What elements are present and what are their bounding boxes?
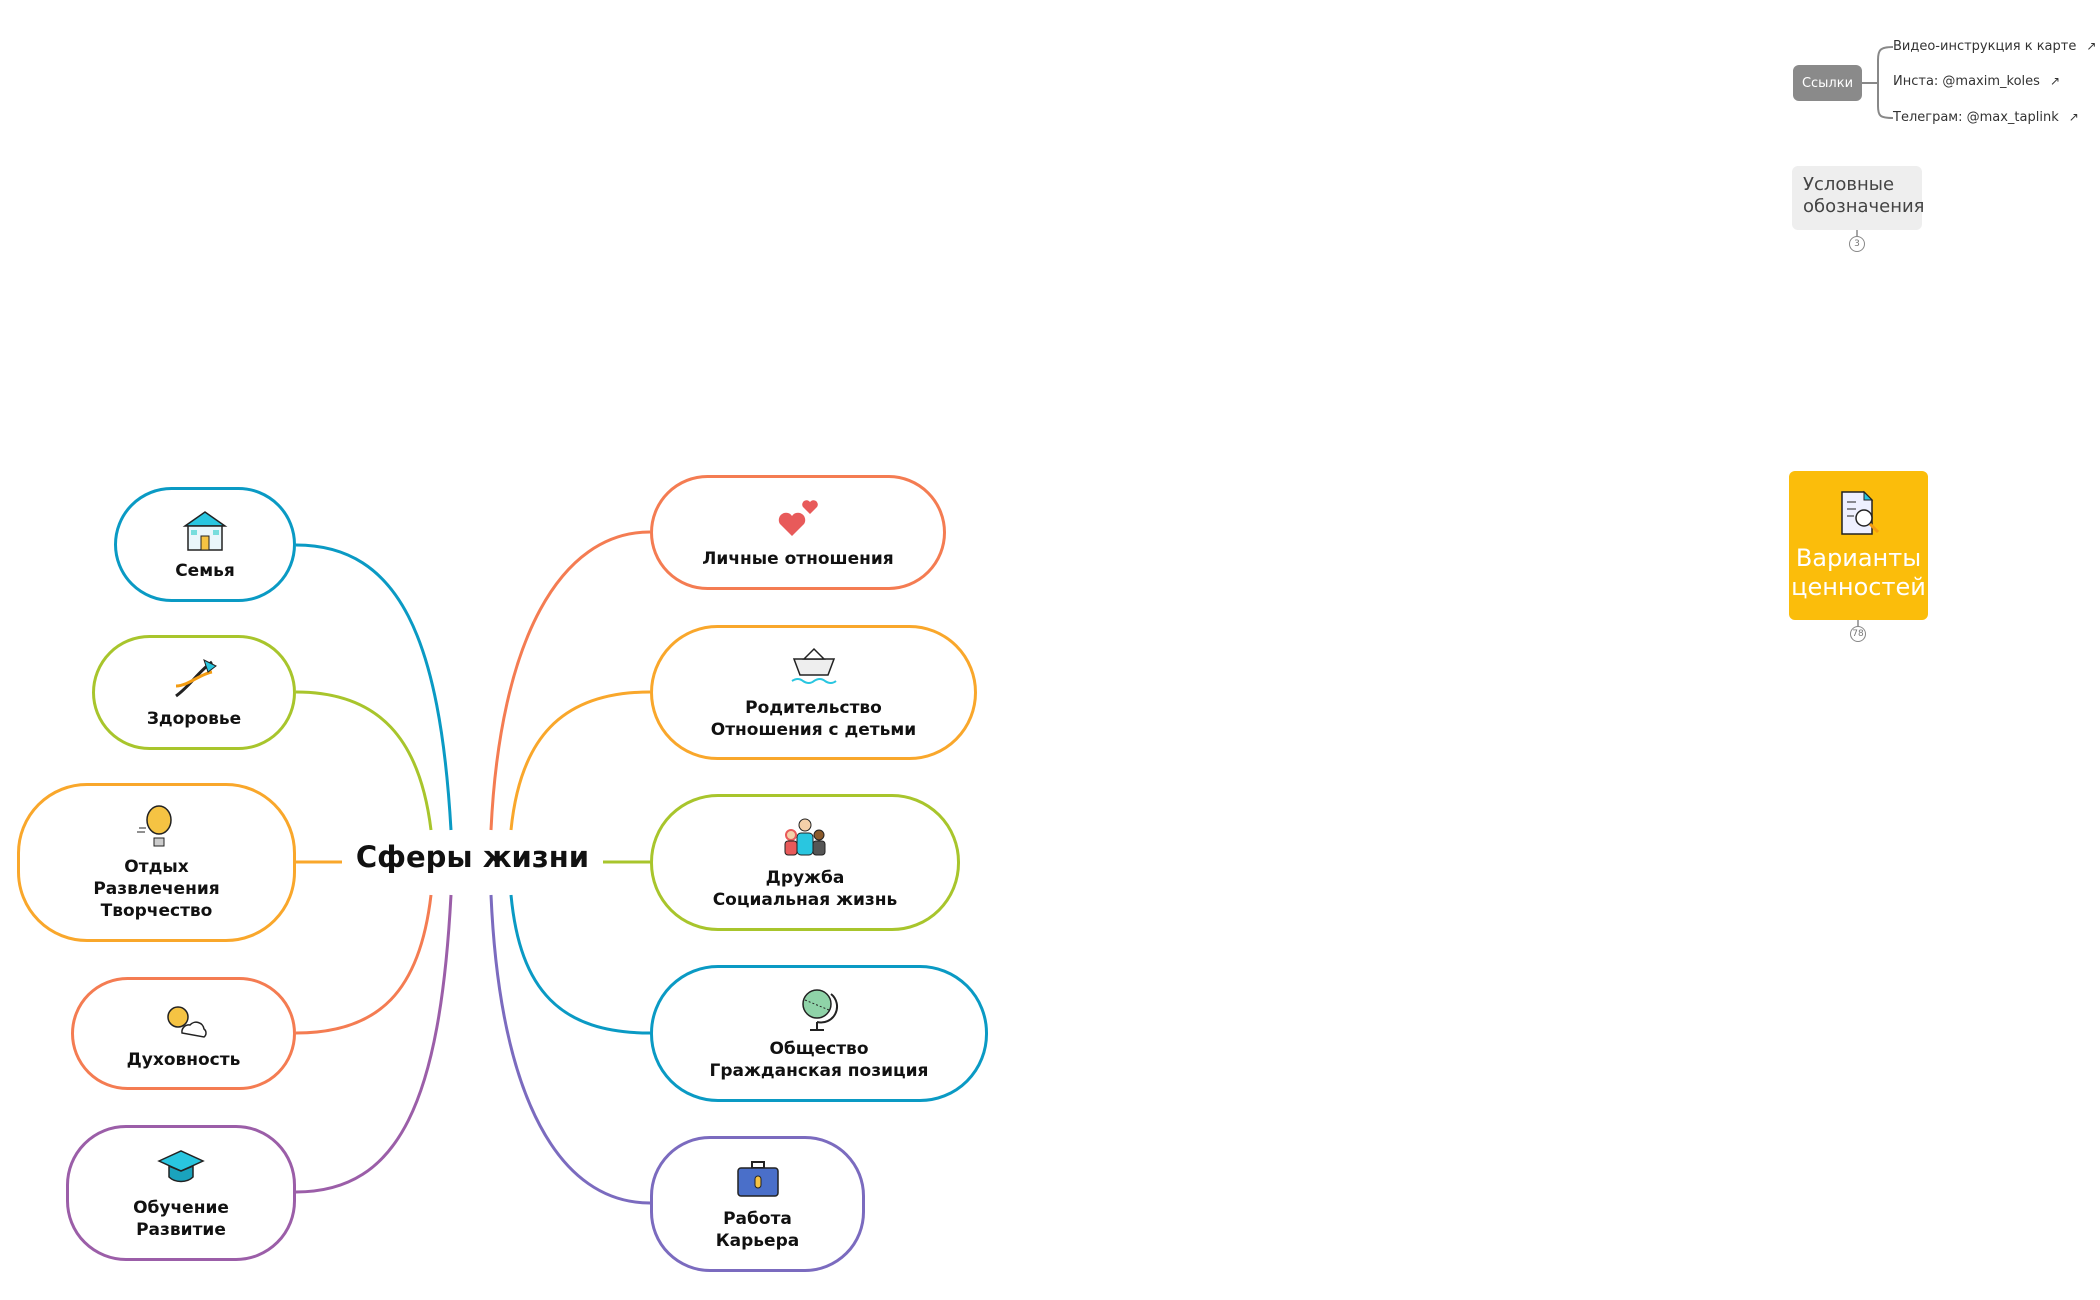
connector-learning [295, 894, 453, 1194]
legend-topic[interactable]: Условные обозначения [1792, 166, 1925, 230]
connector-links [1862, 46, 1894, 119]
topic-label: Личные отношения [702, 548, 894, 569]
globe-icon [802, 988, 838, 1031]
topic-society[interactable]: Общество Гражданская позиция [650, 965, 988, 1102]
link-insta[interactable]: Инста: @maxim_koles ↗ [1893, 74, 2060, 89]
values-label: Варианты ценностей [1791, 543, 1926, 601]
topic-label: Дружба Социальная жизнь [712, 867, 898, 910]
link-telegram[interactable]: Телеграм: @max_taplink ↗ [1893, 110, 2079, 125]
topic-parenting[interactable]: Родительство Отношения с детьми [650, 625, 977, 760]
values-topic[interactable]: Варианты ценностей [1789, 471, 1928, 620]
topic-label: Отдых Развлечения Творчество [93, 856, 220, 921]
connector-spirit [295, 894, 433, 1035]
connector-family [295, 543, 453, 831]
topic-label: Общество Гражданская позиция [709, 1038, 929, 1081]
link-video[interactable]: Видео-инструкция к карте ↗ [1893, 39, 2096, 54]
topic-learning[interactable]: Обучение Развитие [66, 1125, 296, 1261]
graduation-cap-icon [157, 1150, 205, 1183]
house-icon [182, 510, 228, 551]
people-icon [784, 818, 826, 855]
topic-spirituality[interactable]: Духовность [71, 977, 296, 1090]
document-search-icon [1840, 490, 1879, 535]
dna-icon [175, 658, 217, 697]
link-label: Инста: @maxim_koles [1893, 74, 2040, 89]
connector-health [295, 690, 433, 831]
paper-boat-icon [790, 647, 837, 684]
topic-family[interactable]: Семья [114, 487, 296, 602]
link-label: Видео-инструкция к карте [1893, 39, 2077, 54]
topic-label: Семья [175, 560, 235, 581]
topic-friendship[interactable]: Дружба Социальная жизнь [650, 794, 960, 931]
topic-label: Духовность [126, 1049, 241, 1070]
topic-leisure[interactable]: Отдых Развлечения Творчество [17, 783, 296, 942]
topic-label: Здоровье [146, 708, 242, 729]
topic-health[interactable]: Здоровье [92, 635, 296, 750]
sun-cloud-icon [166, 1005, 207, 1038]
topic-work[interactable]: Работа Карьера [650, 1136, 865, 1272]
collapsed-count-badge[interactable]: 78 [1850, 626, 1866, 642]
topic-label: Обучение Развитие [133, 1198, 229, 1240]
connector-work [489, 894, 651, 1205]
hot-air-balloon-icon [136, 804, 172, 846]
connector-parenting [509, 690, 651, 831]
external-link-icon[interactable]: ↗ [2068, 110, 2079, 124]
topic-personal-relations[interactable]: Личные отношения [650, 475, 946, 590]
links-topic[interactable]: Ссылки [1793, 65, 1862, 101]
hearts-icon [778, 499, 818, 536]
connector-relations [489, 530, 651, 831]
topic-label: Работа Карьера [715, 1209, 800, 1251]
link-label: Телеграм: @max_taplink [1893, 110, 2059, 125]
topic-label: Родительство Отношения с детьми [710, 697, 917, 740]
briefcase-icon [736, 1161, 779, 1197]
collapsed-count-badge[interactable]: 3 [1849, 236, 1865, 252]
external-link-icon[interactable]: ↗ [2086, 39, 2097, 53]
central-topic[interactable]: Сферы жизни [355, 840, 590, 874]
external-link-icon[interactable]: ↗ [2049, 74, 2060, 88]
connector-society [509, 894, 651, 1035]
